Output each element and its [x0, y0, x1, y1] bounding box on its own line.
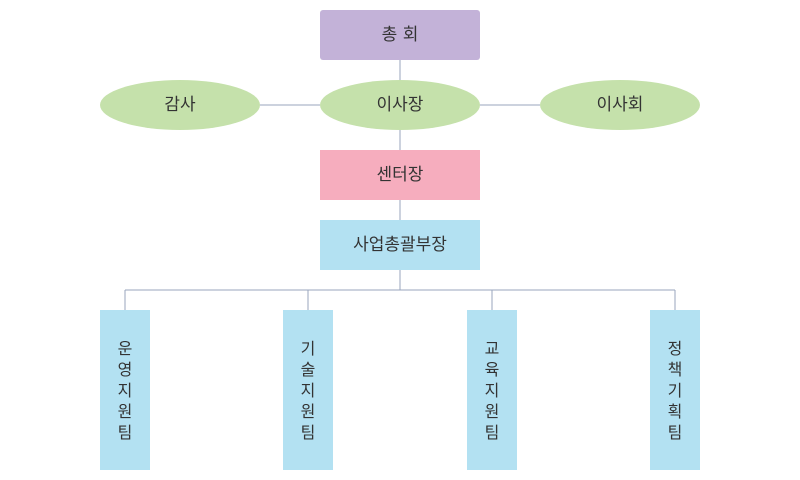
- general-assembly-node: 총 회: [320, 10, 480, 60]
- chairman-label: 이사장: [377, 95, 424, 115]
- center-director-box: [320, 150, 480, 200]
- team-box: [650, 310, 700, 470]
- auditor-ellipse: [100, 80, 260, 130]
- center-director-label: 센터장: [377, 165, 424, 185]
- auditor-label: 감사: [164, 95, 196, 115]
- department-head-box: [320, 220, 480, 270]
- department-head-node: 사업총괄부장: [320, 220, 480, 270]
- board-label: 이사회: [597, 95, 644, 115]
- team-box: [467, 310, 517, 470]
- auditor-node: 감사: [100, 80, 260, 130]
- chairman-node: 이사장: [320, 80, 480, 130]
- general-assembly-label: 총 회: [382, 25, 419, 45]
- center-director-node: 센터장: [320, 150, 480, 200]
- board-ellipse: [540, 80, 700, 130]
- connectors: [124, 60, 676, 310]
- chairman-ellipse: [320, 80, 480, 130]
- team-box: [100, 310, 150, 470]
- department-head-label: 사업총괄부장: [353, 235, 447, 255]
- board-node: 이사회: [540, 80, 700, 130]
- general-assembly-box: [320, 10, 480, 60]
- team-box: [283, 310, 333, 470]
